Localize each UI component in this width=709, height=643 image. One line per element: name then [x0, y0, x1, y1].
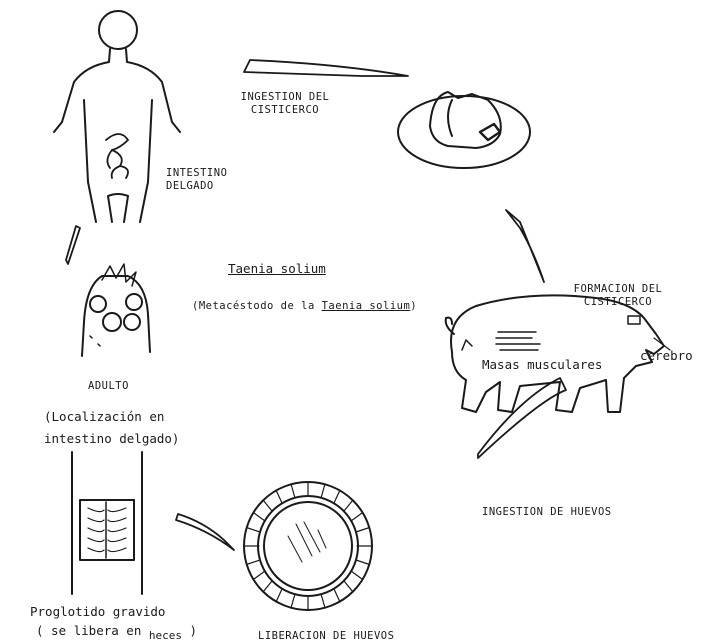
center-subtitle: (Metacéstodo de la Taenia solium) [192, 300, 417, 313]
intestine-drawing [106, 134, 128, 178]
cysticercus-drawing [398, 92, 530, 168]
label-liberacion-huevos: LIBERACION DE HUEVOS [258, 630, 394, 643]
label-ingestion-cisticerco: INGESTION DEL CISTICERCO [210, 91, 360, 116]
label-adulto: ADULTO [88, 380, 129, 393]
label-cerebro: cerebro [640, 348, 693, 363]
arrow-formacion [506, 210, 544, 282]
label-intestino-delgado: INTESTINO DELGADO [166, 167, 227, 192]
arrow-liberacion [176, 514, 234, 550]
center-title: Taenia solium [228, 261, 326, 276]
arrow-ingestion-cisticerco [244, 60, 408, 76]
adult-worm-drawing [82, 264, 150, 356]
proglottid-drawing [72, 452, 142, 594]
label-formacion-cisticerco: FORMACION DEL CISTICERCO [543, 283, 693, 308]
pig-drawing [446, 295, 670, 412]
label-proglotido: Proglotido gravido [30, 604, 165, 619]
arrow-ingestion-huevos [478, 378, 566, 458]
label-proglotido-desc: ( se libera en heces ) [36, 623, 197, 638]
human-body-figure [54, 11, 180, 222]
label-ingestion-huevos: INGESTION DE HUEVOS [482, 506, 612, 519]
label-adulto-desc: (Localización en intestino delgado) [44, 406, 179, 450]
label-masas-musculares: Masas musculares [482, 357, 602, 372]
egg-drawing [244, 482, 372, 610]
arrow-adulto-to-human [66, 226, 80, 264]
